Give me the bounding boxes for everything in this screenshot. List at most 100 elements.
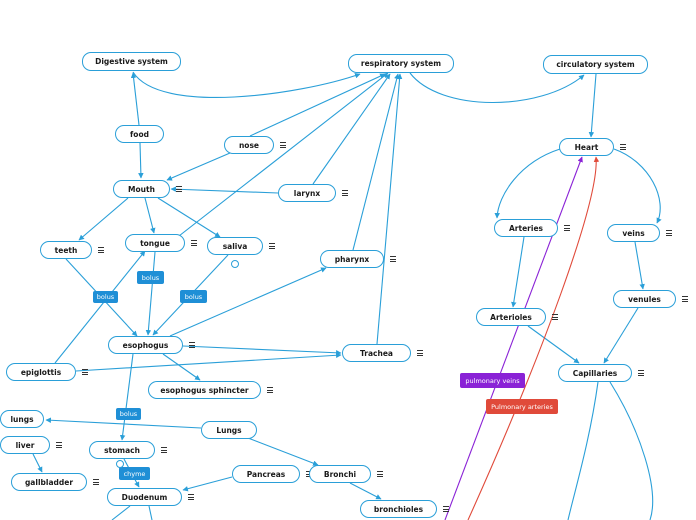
link-icon[interactable] xyxy=(116,460,124,468)
node-nose[interactable]: nose xyxy=(224,136,274,154)
edge-nose-respiratory xyxy=(249,73,386,137)
node-bronchi[interactable]: Bronchi xyxy=(309,465,371,483)
node-circulatory-system[interactable]: circulatory system xyxy=(543,55,648,74)
note-icon[interactable] xyxy=(564,225,570,231)
tag-bolus-3[interactable]: bolus xyxy=(180,290,207,303)
link-icon[interactable] xyxy=(231,260,239,268)
edge-venules-capillaries xyxy=(603,307,639,364)
node-larynx[interactable]: larynx xyxy=(278,184,336,202)
edge-lungs-bronchi xyxy=(247,437,319,466)
edge-food-mouth xyxy=(138,142,144,179)
tag-pulmonary-veins[interactable]: pulmonary veins xyxy=(460,373,525,388)
note-icon[interactable] xyxy=(188,494,194,500)
note-icon[interactable] xyxy=(176,186,182,192)
edge-mouth-saliva xyxy=(157,197,221,238)
note-icon[interactable] xyxy=(82,369,88,375)
edge-trachea-respiratory xyxy=(376,73,403,345)
note-icon[interactable] xyxy=(620,144,626,150)
node-lungs[interactable]: Lungs xyxy=(201,421,257,439)
note-icon[interactable] xyxy=(390,256,396,262)
note-icon[interactable] xyxy=(377,471,383,477)
tag-bolus-4[interactable]: bolus xyxy=(116,408,141,420)
edge-bronchi-bronchioles xyxy=(349,482,382,500)
edge-larynx-mouth xyxy=(170,186,279,194)
edge-pulmonary-veins xyxy=(444,156,583,520)
node-arteries[interactable]: Arteries xyxy=(494,219,558,237)
node-liver[interactable]: liver xyxy=(0,436,50,454)
node-bronchioles[interactable]: bronchioles xyxy=(360,500,437,518)
edge-mouth-teeth xyxy=(78,197,129,241)
note-icon[interactable] xyxy=(552,314,558,320)
note-icon[interactable] xyxy=(342,190,348,196)
note-icon[interactable] xyxy=(417,350,423,356)
node-saliva[interactable]: saliva xyxy=(207,237,263,255)
node-heart[interactable]: Heart xyxy=(559,138,614,156)
edge-tongue-respiratory xyxy=(169,72,389,244)
note-icon[interactable] xyxy=(682,296,688,302)
node-arterioles[interactable]: Arterioles xyxy=(476,308,546,326)
edge-esophogus-trachea xyxy=(182,345,342,356)
edge-duodenum-down-1 xyxy=(111,505,131,520)
tag-bolus-1[interactable]: bolus xyxy=(137,271,164,284)
edge-epiglottis-tongue xyxy=(54,250,146,364)
node-pharynx[interactable]: pharynx xyxy=(320,250,384,268)
note-icon[interactable] xyxy=(267,387,273,393)
edge-esophogus-sphincter xyxy=(162,353,201,381)
edge-liver-gallbladder xyxy=(32,453,43,473)
edge-capillaries-down-1 xyxy=(567,381,599,520)
node-epiglottis[interactable]: epiglottis xyxy=(6,363,76,381)
tag-pulmonary-arteries[interactable]: Pulmonary arteries xyxy=(486,399,558,414)
node-gallbladder[interactable]: gallbladder xyxy=(11,473,87,491)
edge-mouth-tongue xyxy=(144,197,156,234)
edge-arteries-arterioles xyxy=(511,236,525,308)
node-stomach[interactable]: stomach xyxy=(89,441,155,459)
note-icon[interactable] xyxy=(666,230,672,236)
edge-circulatory-heart xyxy=(588,73,597,138)
node-venules[interactable]: venules xyxy=(613,290,676,308)
edge-nose-mouth xyxy=(166,152,231,181)
note-icon[interactable] xyxy=(56,442,62,448)
node-teeth[interactable]: teeth xyxy=(40,241,92,259)
note-icon[interactable] xyxy=(189,342,195,348)
edge-heart-arteries xyxy=(494,148,561,219)
edge-capillaries-down-2 xyxy=(609,381,654,520)
edge-pancreas-duodenum xyxy=(182,476,233,492)
edge-epiglottis-trachea xyxy=(75,352,342,372)
node-trachea[interactable]: Trachea xyxy=(342,344,411,362)
node-esophogus[interactable]: esophogus xyxy=(108,336,183,354)
node-tongue[interactable]: tongue xyxy=(125,234,185,252)
note-icon[interactable] xyxy=(280,142,286,148)
edge-food-digestive xyxy=(130,72,140,126)
edge-respiratory-circulatory xyxy=(409,72,585,103)
node-digestive-system[interactable]: Digestive system xyxy=(82,52,181,71)
node-mouth[interactable]: Mouth xyxy=(113,180,170,198)
edge-heart-veins xyxy=(613,148,662,224)
node-lungs-small[interactable]: lungs xyxy=(0,410,44,428)
edge-veins-venules xyxy=(634,241,645,290)
edge-esophogus-stomach xyxy=(119,353,134,441)
tag-bolus-2[interactable]: bolus xyxy=(93,291,118,303)
edge-arterioles-capillaries xyxy=(527,325,580,364)
note-icon[interactable] xyxy=(269,243,275,249)
edge-pharynx-respiratory xyxy=(352,73,400,251)
node-capillaries[interactable]: Capillaries xyxy=(558,364,632,382)
note-icon[interactable] xyxy=(161,447,167,453)
note-icon[interactable] xyxy=(98,247,104,253)
edge-digestive-respiratory xyxy=(132,71,361,99)
note-icon[interactable] xyxy=(93,479,99,485)
node-esophogus-sphincter[interactable]: esophogus sphincter xyxy=(148,381,261,399)
node-veins[interactable]: veins xyxy=(607,224,660,242)
edge-tongue-esophogus xyxy=(145,251,156,336)
edge-duodenum-down-2 xyxy=(148,505,153,520)
note-icon[interactable] xyxy=(191,240,197,246)
note-icon[interactable] xyxy=(638,370,644,376)
node-respiratory-system[interactable]: respiratory system xyxy=(348,54,454,73)
node-pancreas[interactable]: Pancreas xyxy=(232,465,300,483)
note-icon[interactable] xyxy=(443,506,449,512)
node-food[interactable]: food xyxy=(115,125,164,143)
node-duodenum[interactable]: Duodenum xyxy=(107,488,182,506)
tag-chyme[interactable]: chyme xyxy=(119,467,150,480)
edge-pulmonary-arteries xyxy=(467,156,600,520)
